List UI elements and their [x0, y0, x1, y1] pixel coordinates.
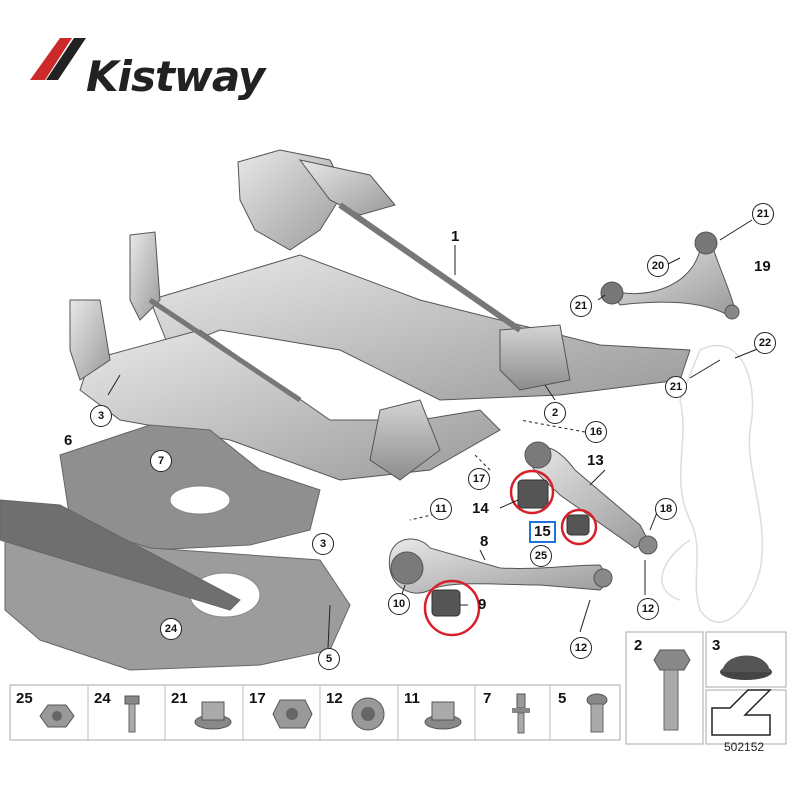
bolt-24-icon: [124, 695, 140, 733]
legend-label-5: 5: [558, 690, 567, 707]
callout-1: 1: [451, 228, 460, 245]
callout-14: 14: [472, 500, 489, 517]
flange-nut-11-icon: [424, 701, 462, 730]
callout-12a: 12: [570, 637, 592, 659]
bushing-15: [560, 508, 598, 546]
steering-knuckle: [661, 344, 764, 623]
callout-20: 20: [647, 255, 669, 277]
lower-control-arm-8: [388, 538, 613, 594]
upper-control-arm: [600, 231, 740, 320]
legend-label-3: 3: [712, 637, 721, 654]
legend-label-12: 12: [326, 690, 343, 707]
nut-17-icon: [272, 699, 313, 729]
callout-19: 19: [754, 258, 771, 275]
callout-17: 17: [468, 468, 490, 490]
legend-label-2: 2: [634, 637, 643, 654]
callout-21b: 21: [570, 295, 592, 317]
underbody-panel: [0, 499, 351, 671]
callout-12b: 12: [637, 598, 659, 620]
callout-18: 18: [655, 498, 677, 520]
screw-5-icon: [586, 693, 608, 733]
engine-shield: [59, 424, 321, 551]
brand-logo-mark: [30, 38, 86, 80]
callout-5: 5: [318, 648, 340, 670]
legend-label-11: 11: [404, 690, 420, 707]
callout-2: 2: [544, 402, 566, 424]
drawing-number: 502152: [724, 740, 765, 754]
callout-13: 13: [587, 452, 604, 469]
locking-nut-12-icon: [351, 697, 385, 731]
callout-10: 10: [388, 593, 410, 615]
legend-label-17: 17: [249, 690, 266, 707]
callout-22: 22: [754, 332, 776, 354]
legend-dividers: [87, 685, 551, 740]
callout-25: 25: [530, 545, 552, 567]
callout-21c: 21: [665, 376, 687, 398]
brand-logo: Kistway: [28, 30, 278, 101]
bolt-2-icon: [653, 649, 691, 731]
clip-7-icon: [512, 693, 530, 734]
hex-nut-25-icon: [39, 704, 75, 728]
flange-nut-21-icon: [194, 701, 232, 730]
callout-8: 8: [480, 533, 489, 550]
bushing-9: [423, 579, 481, 637]
legend-label-25: 25: [16, 690, 33, 707]
callout-11: 11: [430, 498, 452, 520]
callout-3a: 3: [90, 405, 112, 427]
callout-3b: 3: [312, 533, 334, 555]
callout-21a: 21: [752, 203, 774, 225]
legend-label-24: 24: [94, 690, 111, 707]
legend-label-7: 7: [483, 690, 492, 707]
lower-control-arm-13: [524, 441, 658, 555]
callout-24: 24: [160, 618, 182, 640]
arrow-symbol-icon: [711, 689, 772, 736]
callout-16: 16: [585, 421, 607, 443]
callout-7: 7: [150, 450, 172, 472]
legend-label-21: 21: [171, 690, 188, 707]
bushing-14: [509, 469, 555, 515]
brand-name: Kistway: [86, 52, 265, 101]
callout-15: 15: [529, 521, 556, 543]
leader-lines: [107, 219, 761, 649]
callout-6: 6: [64, 432, 73, 449]
callout-9: 9: [478, 596, 487, 613]
subframe: [69, 149, 691, 481]
rubber-cap-3-icon: [720, 655, 772, 680]
